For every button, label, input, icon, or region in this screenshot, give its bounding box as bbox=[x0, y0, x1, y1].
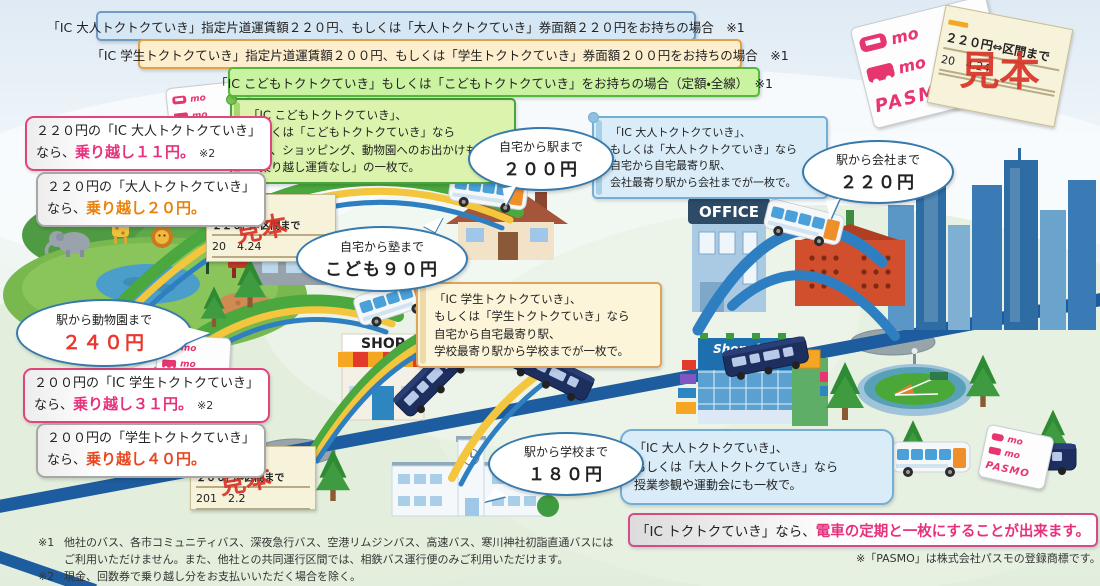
pasmo-trademark-note: ※「PASMO」は株式会社パスモの登録商標です。 bbox=[856, 552, 1100, 565]
pasmo-card: mo mo PASMO bbox=[849, 0, 1011, 130]
note-line1: ２２０円の「IC 大人トクトクていき」 bbox=[36, 124, 262, 139]
shop-sign-label: SHOP bbox=[361, 336, 405, 352]
footnote2-text: 現金、回数券で乗り越し分をお支払いいただく場合を除く。 bbox=[64, 570, 361, 584]
pasmo-card: mo mo PASMO bbox=[977, 423, 1055, 491]
mihon-stamp: 見本 bbox=[959, 48, 1040, 96]
bottom-banner-highlight: 電車の定期と一枚にすることが出来ます。 bbox=[815, 523, 1090, 540]
baseball-stadium bbox=[857, 348, 973, 416]
note-highlight: 乗り越し４０円。 bbox=[86, 449, 207, 468]
box-adult-school-info: 「IC 大人トクトクていき」、 もしくは「大人トクトクていき」なら 授業参観や運… bbox=[620, 429, 894, 505]
note-line1: ２００円の「学生トクトクていき」 bbox=[47, 431, 256, 446]
elephant-icon bbox=[44, 231, 90, 257]
office-sign-label: OFFICE bbox=[699, 203, 759, 221]
note-line1: ２２０円の「大人トクトクていき」 bbox=[47, 180, 256, 195]
pasmo-logo-text: mo bbox=[896, 52, 928, 78]
city-skyline bbox=[888, 148, 1096, 330]
banner-adult-fare: 「IC 大人トクトクていき」指定片道運賃額２２０円、もしくは「大人トクトクていき… bbox=[47, 11, 745, 41]
route-arc-office-blue bbox=[692, 223, 888, 336]
bus-icon bbox=[891, 441, 971, 478]
fare-bubble-station-office: 駅から会社まで ２２０円 bbox=[802, 140, 954, 220]
banner-text: 「IC 大人トクトクていき」指定片道運賃額２２０円、もしくは「大人トクトクていき… bbox=[47, 19, 745, 35]
banner-student-fare: 「IC 学生トクトクていき」指定片道運賃額２００円、もしくは「学生トクトクていき… bbox=[91, 39, 789, 69]
note-highlight: 乗り越し２０円。 bbox=[86, 198, 207, 217]
pasmo-logo-text: mo bbox=[1006, 435, 1024, 449]
note-highlight: 乗り越し３１円。 bbox=[73, 394, 194, 413]
banner-child-fare: 「IC こどもトクトクていき」もしくは「こどもトクトクていき」をお持ちの場合（定… bbox=[215, 67, 773, 97]
footnote1-label: ※1 bbox=[38, 536, 55, 549]
bush bbox=[537, 495, 559, 517]
note-highlight: 乗り越し１１円。 bbox=[75, 142, 196, 161]
note-paper-student: ２００円の「学生トクトクていき」 なら、乗り越し４０円。 bbox=[36, 423, 267, 478]
bottom-banner-prefix: 「IC トクトクていき」なら、 bbox=[636, 524, 816, 540]
note-ic-adult: ２２０円の「IC 大人トクトクていき」 なら、乗り越し１１円。※2 bbox=[25, 116, 273, 171]
bubble-tail bbox=[186, 327, 210, 343]
bus-logo-icon bbox=[866, 63, 895, 85]
train-logo-icon bbox=[172, 95, 187, 105]
pasmo-logo-text: mo bbox=[189, 92, 207, 105]
pasmo-logo-text: mo bbox=[888, 23, 921, 49]
bus-logo-icon bbox=[988, 447, 1001, 456]
footnotes: ※1 他社のバス、各市コミュニティバス、深夜急行バス、空港リムジンバス、高速バス、… bbox=[38, 534, 613, 585]
route-arc-city-blue bbox=[727, 270, 900, 341]
bubble-tail bbox=[502, 185, 520, 207]
ticket-date-text: 201 2.2 bbox=[196, 492, 246, 505]
ticket-chip bbox=[947, 19, 969, 29]
ticket-fare-text: ２００円⇔区間まで bbox=[196, 473, 285, 484]
footnote1-line1: 他社のバス、各市コミュニティバス、深夜急行バス、空港リムジンバス、高速バス、寒川… bbox=[64, 536, 614, 549]
banner-text: 「IC 学生トクトクていき」指定片道運賃額２００円、もしくは「学生トクトクていき… bbox=[91, 47, 789, 63]
note-paper-adult: ２２０円の「大人トクトクていき」 なら、乗り越し２０円。 bbox=[36, 172, 267, 227]
train-logo-icon bbox=[991, 433, 1004, 442]
fare-bubble-home-juku: 自宅から塾まで こども９０円 bbox=[296, 209, 468, 292]
note-line1: ２００円の「IC 学生トクトクていき」 bbox=[34, 376, 260, 391]
fare-bubble-home-station: 自宅から駅まで ２００円 bbox=[468, 127, 614, 207]
fare-bubble-station-school: 駅から学校まで １８０円 bbox=[483, 432, 644, 511]
scroll-child-ticket-info: 「IC こどもトクトクていき」、 もしくは「こどもトクトクていき」なら 塾や、シ… bbox=[226, 94, 516, 184]
pasmo-logo-text: mo bbox=[1003, 449, 1021, 463]
note-ic-student: ２００円の「IC 学生トクトクていき」 なら、乗り越し３１円。※2 bbox=[23, 368, 271, 423]
footnote1-line2: ご利用いただけません。また、他社との共同運行区間では、相鉄バス運行便のみご利用い… bbox=[64, 553, 569, 567]
banner-text: 「IC こどもトクトクていき」もしくは「こどもトクトクていき」をお持ちの場合（定… bbox=[215, 75, 773, 91]
scroll-adult-commute-info: 「IC 大人トクトクていき」、 もしくは「大人トクトクていき」なら 自宅から自宅… bbox=[588, 112, 828, 199]
scroll-student-ticket-info: 「IC 学生トクトクていき」、 もしくは「学生トクトクていき」なら 自宅から自宅… bbox=[412, 278, 662, 368]
train-logo-icon bbox=[859, 33, 887, 53]
bottom-banner-commuter-pass: 「IC トクトクていき」なら、電車の定期と一枚にすることが出来ます。 bbox=[628, 513, 1098, 547]
footnote2-label: ※2 bbox=[38, 570, 55, 584]
lion-icon bbox=[151, 226, 173, 248]
ticket-date-text: 20 4.24 bbox=[212, 240, 262, 253]
fare-bubble-station-zoo: 駅から動物園まで ２４０円 bbox=[16, 299, 210, 367]
